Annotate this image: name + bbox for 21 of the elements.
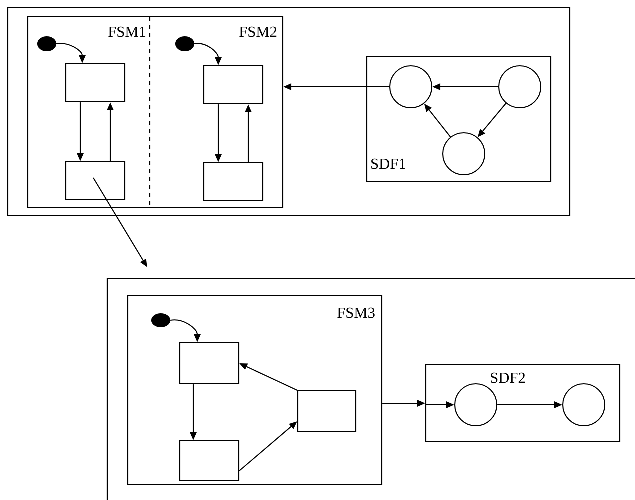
- state-box: [65, 161, 126, 201]
- outer-box: [7, 7, 571, 217]
- state-box: [203, 65, 264, 105]
- dataflow-box: SDF1: [366, 56, 552, 183]
- state-machine-box: FSM1 FSM2: [27, 16, 284, 209]
- dataflow-box: SDF2: [425, 364, 621, 443]
- actor-circle: [454, 383, 498, 427]
- actor-circle: [498, 65, 542, 109]
- initial-state-dot: [37, 36, 57, 52]
- outer-box: [106, 278, 635, 500]
- state-box: [179, 440, 240, 482]
- state-box: [179, 342, 240, 385]
- initial-state-dot: [175, 36, 195, 52]
- actor-circle: [562, 383, 606, 427]
- state-box: [203, 162, 264, 202]
- initial-state-dot: [151, 313, 171, 328]
- actor-circle: [442, 132, 486, 176]
- actor-circle: [389, 65, 433, 109]
- state-box: [297, 390, 357, 433]
- state-box: [65, 63, 126, 103]
- state-machine-box: FSM3: [127, 295, 383, 486]
